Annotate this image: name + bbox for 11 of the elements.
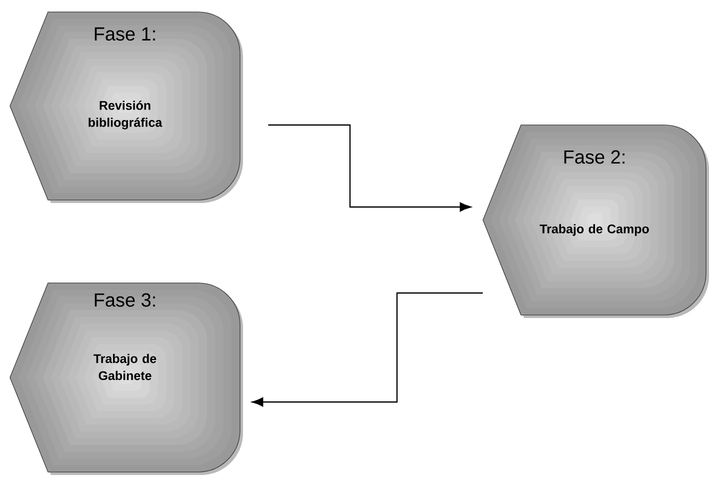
phase-hexagon [10,282,243,475]
phase-title: Fase 3: [94,293,155,307]
phase-description: Trabajo de Campo [540,224,649,236]
phase-title: Fase 2: [564,150,624,164]
phase-hexagon [482,124,709,318]
phase-description: Revisión bibliográfica [88,100,162,130]
elbow-arrow [268,124,471,212]
elbow-arrow [252,292,483,407]
phase-title: Fase 1: [94,27,155,41]
phase-description: Trabajo de Gabinete [94,354,156,380]
phase-hexagon [10,12,243,203]
